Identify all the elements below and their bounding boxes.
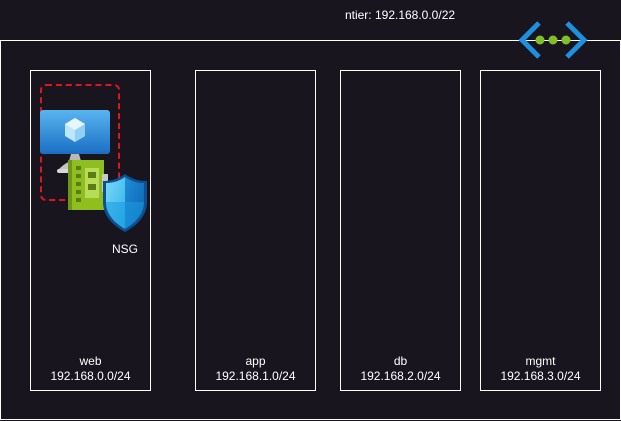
subnet-cidr: 192.168.2.0/24 (360, 369, 441, 383)
subnet-db[interactable]: db 192.168.2.0/24 (340, 70, 461, 391)
subnet-app[interactable]: app 192.168.1.0/24 (195, 70, 316, 391)
subnet-cidr: 192.168.3.0/24 (500, 369, 581, 383)
nsg-label: NSG (111, 242, 138, 256)
vnet-title: ntier: 192.168.0.0/22 (344, 8, 456, 22)
subnet-mgmt[interactable]: mgmt 192.168.3.0/24 (480, 70, 601, 391)
subnet-name: web (79, 354, 102, 368)
subnet-name: app (245, 354, 266, 368)
virtual-network-icon (518, 21, 588, 59)
subnet-cidr: 192.168.0.0/24 (50, 369, 131, 383)
subnet-name: db (393, 354, 408, 368)
network-interface-icon[interactable] (66, 160, 110, 212)
subnet-cidr: 192.168.1.0/24 (215, 369, 296, 383)
network-security-group-icon[interactable] (100, 172, 150, 234)
subnet-name: mgmt (525, 354, 556, 368)
